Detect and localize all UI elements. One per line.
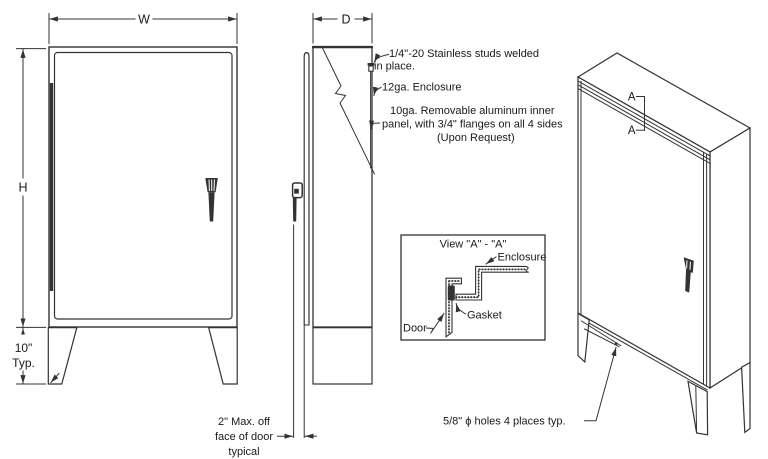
label-patch xyxy=(13,178,33,196)
side-enclosure-body xyxy=(312,45,373,328)
stud-cap xyxy=(367,63,375,66)
side-handle-lock xyxy=(294,188,299,194)
label-patch xyxy=(337,11,355,27)
iso-back-leg xyxy=(740,361,751,434)
iso-leg-hole xyxy=(614,342,618,345)
panel-note-line2: panel, with 3/4" flanges on all 4 sides xyxy=(382,119,563,131)
label-patch xyxy=(7,334,40,371)
enclosure-leader-line xyxy=(372,86,382,97)
offset-note-line3: typical xyxy=(228,446,259,458)
detail-door-label: Door xyxy=(403,323,427,335)
iso-leg-gusset xyxy=(583,328,620,348)
offset-note-line2: face of door xyxy=(215,431,273,443)
detail-gasket-label: Gasket xyxy=(467,310,502,322)
offset-note-line1: 2" Max. off xyxy=(218,416,271,428)
detail-view-box xyxy=(400,234,546,341)
studs-note-line2: in place. xyxy=(374,61,415,73)
section-marker-a-top: A xyxy=(628,92,636,104)
isometric-view: A A 5/8" ϕ holes 4 places typ. xyxy=(443,52,752,436)
front-handle-stem xyxy=(208,192,215,222)
side-view: D 2" Max. off face of door typical 1/4"-… xyxy=(215,11,563,458)
holes-leader-line xyxy=(584,346,617,422)
iso-leg-gusset xyxy=(580,320,622,347)
front-right-leg xyxy=(207,327,238,385)
detail-enclosure-leader xyxy=(485,256,497,265)
side-door-profile xyxy=(303,51,310,325)
front-door-panel xyxy=(53,51,233,320)
studs-leader-line xyxy=(373,53,390,63)
width-dimension-label: W xyxy=(138,13,150,27)
detail-view-title: View "A" - "A" xyxy=(440,239,507,251)
section-marker-a-bottom: A xyxy=(628,125,636,137)
detail-view: View "A" - "A" Enclosure Gasket Door xyxy=(400,234,547,341)
side-leg xyxy=(312,327,373,385)
front-hinge-bar xyxy=(49,83,54,291)
studs-note-line1: 1/4"-20 Stainless studs welded xyxy=(389,48,539,60)
depth-dimension-label: D xyxy=(341,13,350,27)
iso-handle-head xyxy=(683,257,694,273)
panel-leader-line xyxy=(369,120,381,130)
iso-bottom-flange-edge xyxy=(577,316,708,391)
iso-left-leg xyxy=(577,312,590,364)
iso-leg-corner-edge xyxy=(695,385,698,434)
holes-note: 5/8" ϕ holes 4 places typ. xyxy=(443,416,566,428)
iso-right-front-leg xyxy=(687,380,709,436)
label-patch xyxy=(135,11,153,27)
leg-height-dimension-typ: Typ. xyxy=(12,356,35,370)
weld-stud xyxy=(368,65,374,72)
panel-note-line3: (Upon Request) xyxy=(437,132,515,144)
side-handle-stem xyxy=(292,197,297,222)
detail-enclosure-stipple xyxy=(455,268,527,299)
leg-corner-arrow xyxy=(50,372,60,384)
panel-note-line1: 10ga. Removable aluminum inner xyxy=(390,105,555,117)
break-line xyxy=(321,47,376,175)
enclosure-gauge-note: 12ga. Enclosure xyxy=(382,82,462,94)
iso-front-face xyxy=(577,75,711,390)
front-left-leg xyxy=(47,327,78,385)
detail-door-leader xyxy=(425,312,445,334)
detail-gasket-leader xyxy=(455,302,467,315)
height-dimension-label: H xyxy=(18,181,27,195)
iso-right-face xyxy=(709,126,751,390)
detail-enclosure-label: Enclosure xyxy=(498,252,547,264)
leg-height-dimension-value: 10" xyxy=(15,341,33,355)
detail-gasket-block xyxy=(447,285,455,301)
front-view: W H 10" Typ. xyxy=(7,11,238,385)
iso-handle-stem xyxy=(685,270,691,293)
